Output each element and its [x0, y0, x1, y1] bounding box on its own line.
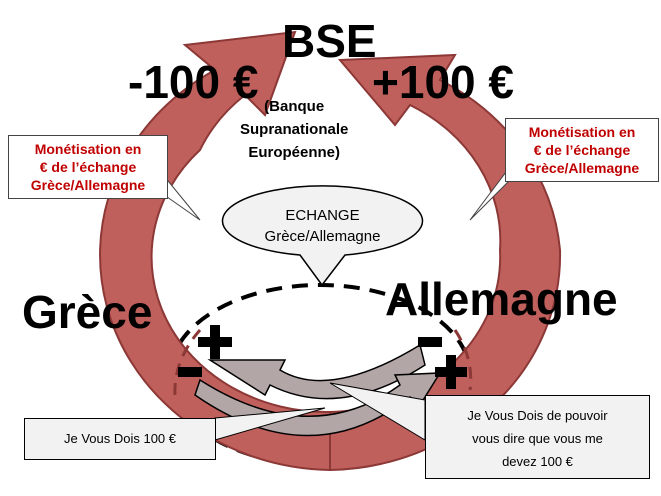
note-line: Je Vous Dois de pouvoir — [467, 408, 608, 423]
note-line: vous dire que vous me — [472, 431, 603, 446]
callout-line: € de l’échange — [533, 142, 631, 158]
exchange-line: Grèce/Allemagne — [264, 228, 381, 245]
minus-icon — [418, 337, 442, 347]
plus-icon — [198, 325, 232, 359]
right-amount: +100 € — [372, 56, 514, 108]
exchange-line: ECHANGE — [285, 207, 360, 224]
country-grece: Grèce — [22, 286, 153, 338]
plus-icon — [435, 355, 467, 389]
exchange-label: ECHANGE Grèce/Allemagne — [230, 205, 415, 247]
callout-line: Monétisation en — [34, 141, 142, 157]
callout-line: Monétisation en — [528, 124, 636, 140]
left-callout: Monétisation en € de l’échange Grèce/All… — [8, 135, 168, 199]
bse-full-name: (Banque Supranationale Européenne) — [240, 95, 348, 164]
country-allemagne: Allemagne — [385, 273, 618, 325]
bse-line: Européenne) — [248, 144, 341, 161]
flow-arrow-to-grece — [207, 343, 426, 400]
bse-line: Supranationale — [240, 121, 349, 138]
ring-arrow-right — [329, 53, 562, 472]
right-callout: Monétisation en € de l’échange Grèce/All… — [505, 118, 659, 182]
callout-line: Grèce/Allemagne — [30, 177, 146, 193]
exchange-bubble — [221, 185, 424, 287]
bse-line: (Banque — [264, 98, 325, 115]
dashed-inner-arc — [173, 329, 473, 396]
left-note: Je Vous Dois 100 € — [24, 418, 216, 460]
note-line: devez 100 € — [502, 454, 573, 469]
minus-icon — [178, 367, 202, 377]
bse-title: BSE — [282, 15, 377, 67]
left-amount: -100 € — [128, 56, 259, 108]
callout-line: Grèce/Allemagne — [524, 160, 640, 176]
callout-line: € de l’échange — [39, 159, 137, 175]
right-note: Je Vous Dois de pouvoir vous dire que vo… — [425, 395, 650, 479]
